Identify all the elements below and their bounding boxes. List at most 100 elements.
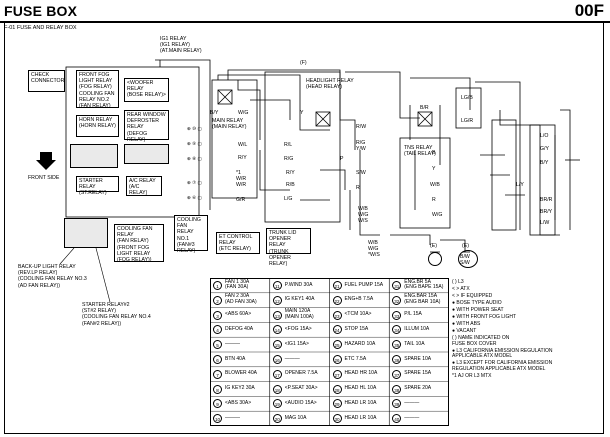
legend-fuse-label: ENG.BAR 15A (ENG BAR 10A) — [404, 293, 441, 305]
legend-fuse-label: <AUDIO 15A> — [284, 399, 317, 406]
relay-horn: HORN RELAY (HORN RELAY) — [76, 115, 119, 137]
note-item: ● L3 EXCEPT FOR CALIFORNIA EMISSION REGU… — [452, 360, 553, 372]
wire-code: BR/Y — [540, 209, 553, 215]
legend-number: 2 — [213, 295, 222, 305]
wire-code: L/O — [540, 133, 549, 139]
legend-fuse-label: <FOG 15A> — [284, 325, 312, 332]
legend-number: 25 — [332, 340, 342, 350]
wire-code: R/Y — [238, 155, 247, 161]
wire-code: G/Y — [540, 146, 549, 152]
legend-fuse-label: FUEL PUMP 15A — [344, 281, 384, 288]
legend-number: 5 — [213, 340, 222, 350]
note-item: ( ) L3 — [452, 279, 464, 285]
fuse-slot-row: ⊕ ⑩ ▢ — [187, 126, 202, 131]
wire-code: W/G — [238, 110, 249, 116]
legend-number: 17 — [272, 369, 282, 379]
relay-cooling-fan: COOLING FAN RELAY (FAN RELAY) (FRONT FOG… — [114, 224, 164, 264]
relay-label: CHECK CONNECTOR — [31, 72, 65, 85]
legend-number: 28 — [332, 384, 342, 394]
relay-label: STARTER RELAY (ST.RELAY) — [79, 178, 107, 197]
legend-number: 20 — [272, 414, 282, 424]
wire-code: P — [340, 156, 344, 162]
legend-number: 13 — [272, 310, 282, 320]
legend-fuse-label: ETC 7.5A — [344, 355, 367, 362]
legend-number: 31 — [392, 281, 402, 290]
note-item: *1 AJ OR L3 MTX — [452, 372, 492, 379]
legend-number: 9 — [213, 399, 222, 409]
fuse-slot-row: ⊕ ⑧ ▢ — [187, 156, 202, 161]
legend-fuse-label: SPARE 20A — [404, 385, 432, 392]
relay-label: HORN RELAY (HORN RELAY) — [79, 117, 116, 130]
wire-code: LG/R — [461, 118, 474, 124]
legend-fuse-label: <IG1 15A> — [284, 340, 309, 347]
wire-code: B/Y — [210, 110, 219, 116]
relay-label: COOLING FAN RELAY NO.1 (FAN#3 RELAY) — [177, 217, 201, 255]
wire-code: R — [356, 185, 360, 191]
wire-code: BR/R — [540, 197, 553, 203]
legend-fuse-label: FAN 2 30A (AD FAN 30A) — [225, 293, 257, 305]
fuse-slot-row: ⊕ ⑨ ▢ — [187, 141, 202, 146]
tns-relay-label: TNS RELAY (TAIL RELAY) — [404, 145, 436, 158]
fuse-slot-row: ⊕ ⑦ ▢ — [187, 180, 202, 185]
legend-fuse-label: ——— — [404, 399, 420, 406]
legend-fuse-label: <TCM 10A> — [344, 311, 372, 318]
relay-label: FRONT FOG LIGHT RELAY (FOG RELAY) COOLIN… — [79, 72, 115, 110]
legend-number: 4 — [213, 325, 222, 335]
legend-number: 23 — [332, 310, 342, 320]
legend-fuse-label: IG KEY1 40A — [284, 296, 315, 303]
wire-code: R/B — [286, 182, 295, 188]
relay-check-connector: CHECK CONNECTOR — [28, 70, 65, 92]
relay-label: TRUNK LID OPENER RELAY (TRUNK OPENER REL… — [269, 230, 297, 268]
legend-fuse-label: STOP 15A — [344, 325, 369, 332]
wire-code: L/Y — [516, 182, 524, 188]
wire-code: W/G — [432, 212, 443, 218]
legend-fuse-label: FAN 1 30A (FAN 30A) — [225, 278, 250, 291]
wire-code: Y — [300, 110, 304, 116]
note-item: ● BOSE TYPE AUDIO — [452, 300, 502, 306]
legend-fuse-label: <ABS 30A> — [225, 399, 252, 406]
note-item: ● VACANT — [452, 328, 477, 334]
relay-empty-slot — [124, 144, 169, 164]
legend-number: 11 — [272, 281, 282, 290]
note-item: < > ATX — [452, 286, 470, 292]
note-item: ● L3 CALIFORNIA EMISSION REGULATION APPL… — [452, 347, 553, 360]
relay-label: COOLING FAN RELAY (FAN RELAY) (FRONT FOG… — [117, 226, 153, 264]
legend-fuse-label: BTN 40A — [225, 355, 246, 362]
wire-code: B — [432, 150, 436, 156]
relay-trunk-lid-opener: TRUNK LID OPENER RELAY (TRUNK OPENER REL… — [266, 228, 311, 267]
relay-starter: STARTER RELAY (ST.RELAY) — [76, 176, 119, 196]
fuse-slot-row: ⊕ ⑥ ▢ — [187, 195, 202, 200]
legend-fuse-label: HEAD LR 10A — [344, 414, 377, 421]
legend-number: 16 — [272, 355, 282, 364]
relay-rear-window-defroster: REAR WINDOW DEFROSTER RELAY (DEFOG RELAY… — [124, 110, 169, 143]
legend-fuse-label: P/L 15A — [404, 311, 422, 318]
legend-fuse-label: SPARE 10A — [404, 355, 432, 362]
legend-number: 24 — [332, 325, 342, 335]
legend-number: 12 — [272, 295, 282, 305]
legend-fuse-label: <P.SEAT 30A> — [284, 385, 318, 392]
legend-number: 18 — [272, 384, 282, 394]
relay-backup-slot — [64, 218, 108, 248]
legend-number: 27 — [332, 369, 342, 379]
wire-code: W/B — [430, 182, 440, 188]
page-code: 00F — [574, 1, 604, 20]
legend-number: 38 — [392, 384, 402, 394]
wire-code: R/G Y/W — [356, 140, 366, 153]
wire-code: LG/B — [461, 95, 473, 101]
wire-code: Y — [432, 166, 436, 172]
relay-front-fog: FRONT FOG LIGHT RELAY (FOG RELAY) COOLIN… — [76, 70, 119, 110]
wire-code: R — [432, 197, 436, 203]
legend-fuse-label: MAG 10A — [284, 414, 307, 421]
legend-number: 35 — [392, 340, 402, 350]
ground-label: (E) — [430, 243, 437, 249]
legend-number: 29 — [332, 399, 342, 409]
legend-fuse-label: ENG.BR 5A (ENG BAPE 15A) — [404, 278, 444, 291]
relay-empty-slot — [70, 144, 118, 168]
note-item: ( ) NAME INDICATED ON FUSE BOX COVER — [452, 335, 510, 347]
page-title: FUSE BOX — [4, 3, 78, 19]
legend-fuse-label: TAIL 10A — [404, 340, 425, 347]
relay-label: REAR WINDOW DEFROSTER RELAY (DEFOG RELAY… — [127, 112, 166, 143]
